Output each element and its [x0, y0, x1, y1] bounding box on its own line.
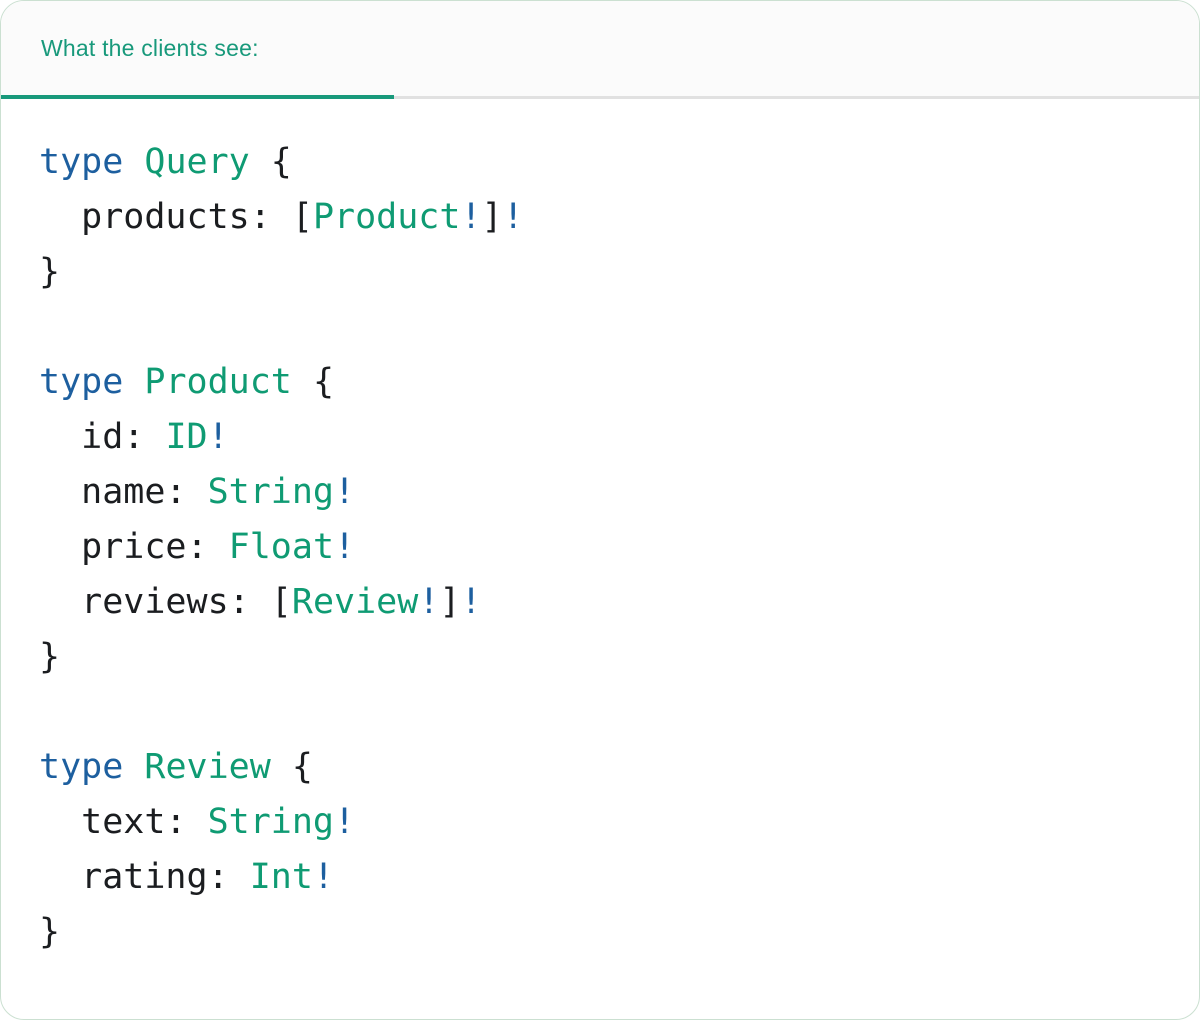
code-token-bang: ! [460, 582, 482, 622]
code-token-type: Product [144, 362, 292, 402]
code-token-plain: name: [39, 472, 208, 512]
code-token-plain: ] [481, 197, 503, 237]
code-token-plain: ] [439, 582, 461, 622]
code-token-type: Product [312, 197, 461, 237]
code-token-bang: ! [460, 197, 482, 237]
code-token-type: Review [291, 582, 419, 622]
tab-what-clients-see[interactable]: What the clients see: [1, 1, 394, 99]
code-block: type Query { products: [Product!]! } typ… [1, 99, 1199, 960]
code-token-bang: ! [418, 582, 440, 622]
code-token-bang: ! [312, 857, 335, 897]
tab-label: What the clients see: [41, 35, 259, 61]
code-token-bang: ! [334, 527, 356, 567]
tab-bar: What the clients see: [1, 1, 1199, 99]
code-token-plain: } [39, 637, 61, 677]
code-token-plain: } [39, 912, 61, 952]
code-token-type: ID [165, 417, 208, 457]
code-token-type: Query [144, 142, 250, 182]
code-token-plain: { [270, 747, 313, 787]
code-token-keyword: type [39, 747, 124, 787]
code-token-plain: id: [39, 417, 166, 457]
code-token-bang: ! [334, 472, 356, 512]
code-token-keyword: type [39, 362, 124, 402]
code-token-plain: } [39, 252, 61, 292]
code-token-plain [123, 362, 144, 402]
code-token-plain: { [249, 142, 292, 182]
code-token-keyword: type [39, 142, 124, 182]
code-token-type: Float [228, 527, 335, 567]
code-token-plain: reviews: [ [39, 582, 292, 622]
code-token-bang: ! [207, 417, 229, 457]
code-token-type: String [207, 802, 335, 842]
code-token-type: Review [144, 747, 271, 787]
code-token-type: String [207, 472, 335, 512]
code-token-plain: text: [39, 802, 208, 842]
code-token-plain: products: [ [39, 197, 313, 237]
code-token-bang: ! [502, 197, 524, 237]
code-token-plain: rating: [39, 857, 250, 897]
code-token-plain: price: [39, 527, 229, 567]
code-token-bang: ! [334, 802, 356, 842]
code-token-plain [123, 142, 144, 182]
code-token-type: Int [249, 857, 313, 897]
code-token-plain [123, 747, 144, 787]
code-token-plain: { [291, 362, 335, 402]
